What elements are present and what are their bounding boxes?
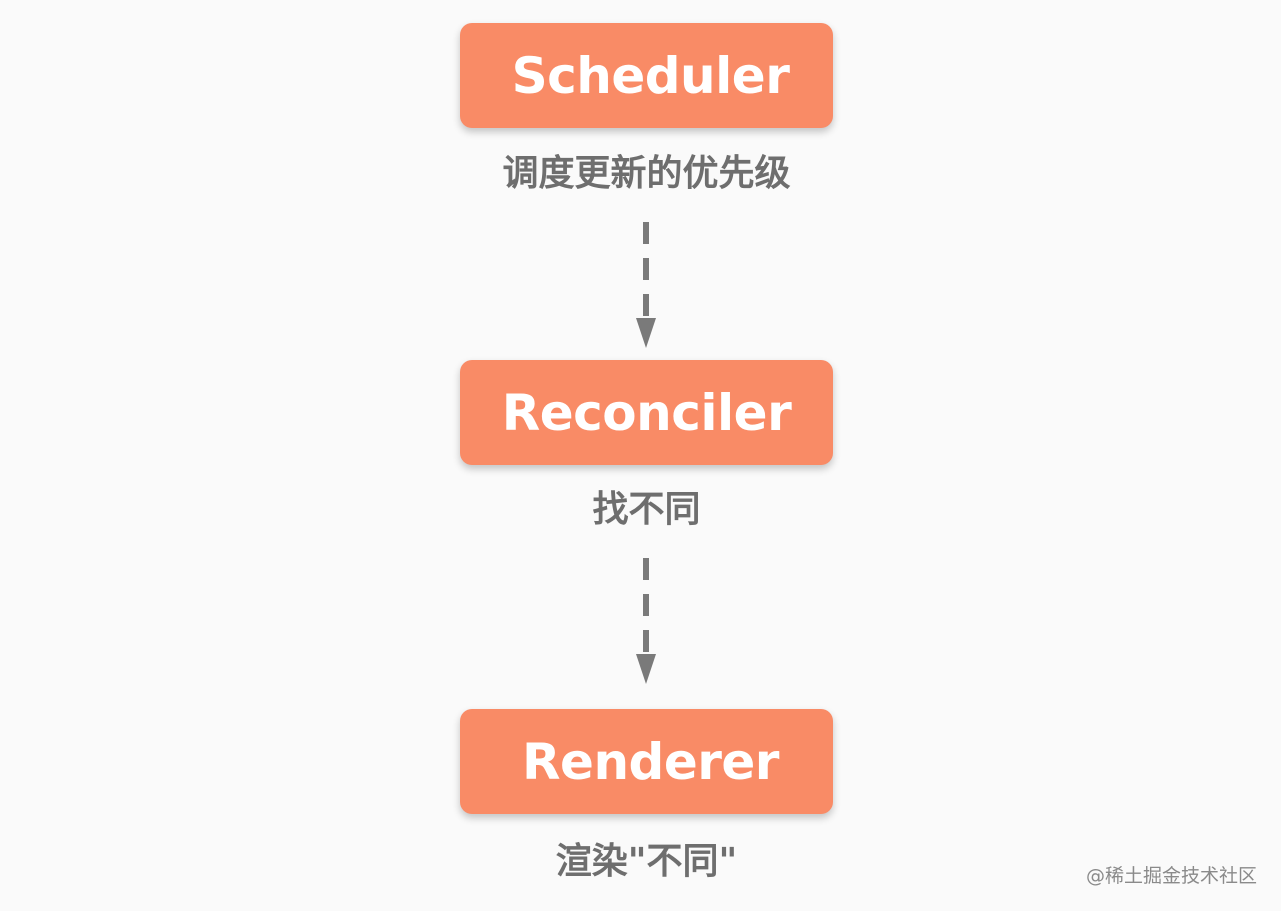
arrow-down-icon (636, 558, 656, 684)
watermark: @稀土掘金技术社区 (1085, 865, 1257, 887)
reconciler-caption: 找不同 (592, 489, 701, 530)
scheduler-caption: 调度更新的优先级 (502, 153, 791, 194)
renderer-label: Renderer (522, 732, 779, 791)
renderer-node: Renderer (460, 709, 833, 814)
scheduler-node: Scheduler (460, 23, 833, 128)
scheduler-label: Scheduler (511, 46, 790, 105)
renderer-caption: 渲染"不同" (555, 841, 738, 882)
reconciler-label: Reconciler (501, 383, 792, 442)
reconciler-node: Reconciler (460, 360, 833, 465)
arrow-down-icon (636, 222, 656, 348)
